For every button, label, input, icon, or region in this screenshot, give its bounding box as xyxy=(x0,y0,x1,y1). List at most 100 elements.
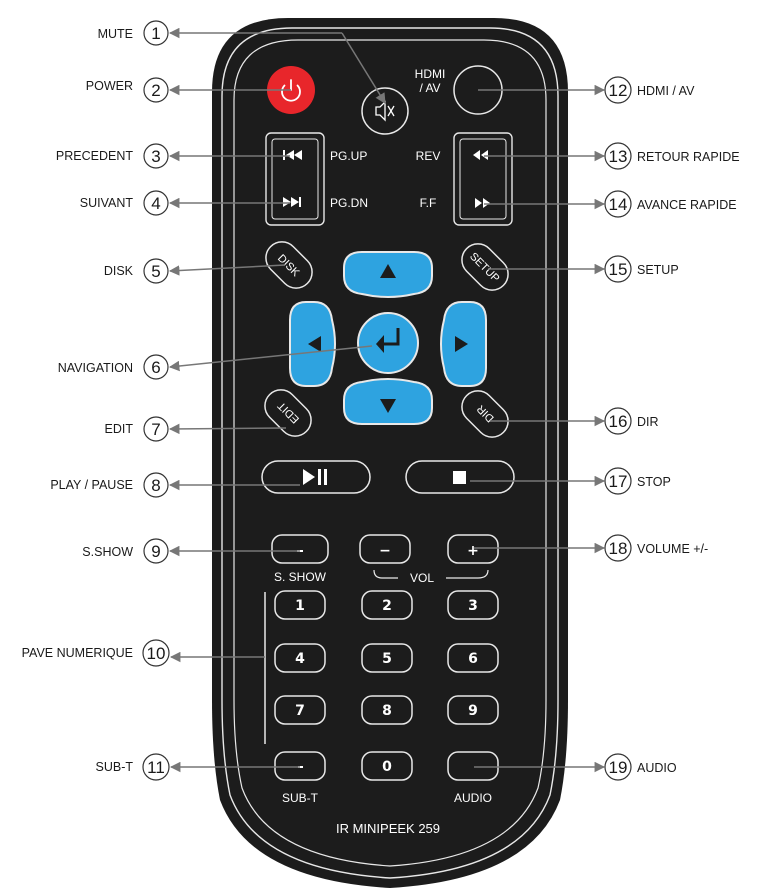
volume-minus-label: − xyxy=(379,543,391,559)
model-label: IR MINIPEEK 259 xyxy=(336,821,440,836)
callout-disk: DISK 5 xyxy=(104,258,286,284)
callout-label: SUIVANT xyxy=(80,196,134,210)
number-key-label: 5 xyxy=(382,651,392,667)
stop-icon xyxy=(453,471,466,484)
enter-icon xyxy=(376,328,400,353)
nav-pad xyxy=(289,251,487,425)
volume-up-button[interactable]: + xyxy=(447,534,499,564)
callout-number: 10 xyxy=(147,644,166,663)
number-key-7[interactable]: 7 xyxy=(274,695,326,725)
number-key-label: 6 xyxy=(468,651,478,667)
left-arrow-icon xyxy=(308,336,321,352)
callout-label: AUDIO xyxy=(637,761,677,775)
callout-number: 12 xyxy=(609,81,628,100)
nav-up-button[interactable] xyxy=(343,251,433,298)
callout-label: PAVE NUMERIQUE xyxy=(22,646,133,660)
vol-bracket xyxy=(373,569,489,579)
enter-button[interactable] xyxy=(357,312,419,374)
mute-button[interactable] xyxy=(361,87,409,135)
callout-number: 1 xyxy=(151,24,160,43)
callout-number: 13 xyxy=(609,147,628,166)
play-pause-button[interactable] xyxy=(261,460,371,494)
audio-button[interactable] xyxy=(447,751,499,781)
rewind-button[interactable] xyxy=(473,150,488,160)
callout-number: 18 xyxy=(609,539,628,558)
s-show-button[interactable] xyxy=(271,534,329,564)
callout-number: 14 xyxy=(609,195,628,214)
callout-label: PLAY / PAUSE xyxy=(50,478,133,492)
callout-label: HDMI / AV xyxy=(637,84,695,98)
stop-button[interactable] xyxy=(405,460,515,494)
callout-label: EDIT xyxy=(105,422,134,436)
callout-number: 19 xyxy=(609,758,628,777)
callout-number: 4 xyxy=(151,194,160,213)
callout-label: POWER xyxy=(86,79,133,93)
number-key-4[interactable]: 4 xyxy=(274,643,326,673)
nav-down-button[interactable] xyxy=(343,378,433,425)
volume-down-button[interactable]: − xyxy=(359,534,411,564)
callout-number: 5 xyxy=(151,262,160,281)
hdmi-label-line2: / AV xyxy=(419,81,440,95)
number-key-label: 4 xyxy=(295,651,305,667)
callout-play-pause: PLAY / PAUSE 8 xyxy=(50,472,300,498)
number-key-label: 8 xyxy=(382,703,392,719)
sub-t-label: SUB-T xyxy=(282,791,319,805)
number-key-1[interactable]: 1 xyxy=(274,590,326,620)
callout-label: SETUP xyxy=(637,263,679,277)
callout-label: AVANCE RAPIDE xyxy=(637,198,737,212)
number-key-label: 3 xyxy=(468,598,478,614)
ff-label: F.F xyxy=(420,196,437,210)
callout-label: RETOUR RAPIDE xyxy=(637,150,740,164)
callout-pave-numerique: PAVE NUMERIQUE 10 xyxy=(22,639,265,667)
number-key-9[interactable]: 9 xyxy=(447,695,499,725)
callout-label: DISK xyxy=(104,264,134,278)
pg-up-label: PG.UP xyxy=(330,149,367,163)
fast-forward-icon xyxy=(475,198,490,208)
rev-ff-rocker xyxy=(453,132,513,226)
callout-mute: MUTE 1 xyxy=(98,20,386,104)
setup-button[interactable]: SETUP xyxy=(455,237,514,296)
callout-edit: EDIT 7 xyxy=(105,416,287,442)
next-button[interactable] xyxy=(283,197,301,207)
nav-right-button[interactable] xyxy=(440,301,487,387)
number-key-8[interactable]: 8 xyxy=(361,695,413,725)
callout-label: DIR xyxy=(637,415,659,429)
callout-number: 6 xyxy=(151,358,160,377)
right-arrow-icon xyxy=(455,336,468,352)
callout-label: SUB-T xyxy=(96,760,134,774)
callout-navigation: NAVIGATION 6 xyxy=(58,345,373,380)
callout-number: 8 xyxy=(151,476,160,495)
callout-number: 2 xyxy=(151,81,160,100)
callout-number: 11 xyxy=(147,758,165,777)
callout-volume: 18 VOLUME +/- xyxy=(474,534,708,562)
nav-left-button[interactable] xyxy=(289,301,336,387)
fast-forward-button[interactable] xyxy=(475,198,490,208)
callout-hdmi-av: 12 HDMI / AV xyxy=(478,76,695,104)
callout-number: 3 xyxy=(151,147,160,166)
rewind-icon xyxy=(473,150,488,160)
callout-s-show: S.SHOW 9 xyxy=(82,538,300,564)
up-arrow-icon xyxy=(380,264,396,278)
number-key-6[interactable]: 6 xyxy=(447,643,499,673)
skip-forward-icon xyxy=(283,197,301,207)
callout-label: PRECEDENT xyxy=(56,149,133,163)
callout-avance-rapide: 14 AVANCE RAPIDE xyxy=(484,190,737,218)
previous-button[interactable] xyxy=(283,150,302,160)
number-key-label: 2 xyxy=(382,598,392,614)
sub-t-button[interactable] xyxy=(274,751,326,781)
callout-number: 9 xyxy=(151,542,160,561)
rev-label: REV xyxy=(416,149,441,163)
number-key-label: 0 xyxy=(382,759,392,775)
s-show-label: S. SHOW xyxy=(274,570,327,584)
number-key-2[interactable]: 2 xyxy=(361,590,413,620)
callout-precedent: PRECEDENT 3 xyxy=(56,143,290,169)
audio-label: AUDIO xyxy=(454,791,492,805)
number-key-0[interactable]: 0 xyxy=(361,751,413,781)
callout-audio: 19 AUDIO xyxy=(474,753,677,781)
play-pause-icon xyxy=(303,469,327,485)
number-key-3[interactable]: 3 xyxy=(447,590,499,620)
prev-next-rocker xyxy=(265,132,325,226)
callout-number: 7 xyxy=(151,420,160,439)
number-key-5[interactable]: 5 xyxy=(361,643,413,673)
